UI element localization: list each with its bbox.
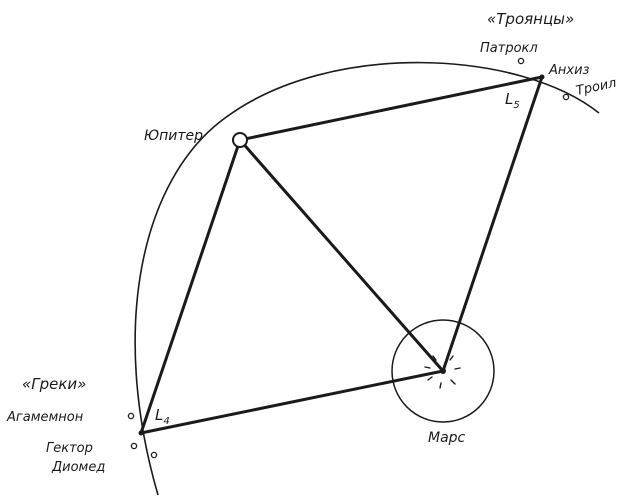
l5-letter: L — [505, 90, 513, 108]
agamemnon-label: Агамемнон — [6, 410, 84, 425]
anchises-label: Анхиз — [548, 63, 590, 78]
l5-point — [539, 74, 545, 80]
jupiter-planet — [232, 132, 248, 148]
l4-point — [138, 430, 144, 436]
l4-label: L4 — [155, 406, 170, 427]
hector-marker — [130, 442, 138, 450]
l5-label: L5 — [505, 90, 520, 111]
hector-label: Гектор — [46, 441, 93, 456]
diomedes-marker — [150, 451, 158, 459]
agamemnon-marker — [127, 412, 135, 420]
troilus-marker — [562, 93, 570, 101]
asteroid-markers — [127, 57, 570, 459]
connecting-lines — [139, 75, 544, 435]
line-jupiter-l5 — [238, 75, 544, 142]
line-l4-sun — [139, 369, 445, 435]
line-l5-sun — [441, 75, 544, 373]
l4-index: 4 — [163, 416, 169, 427]
sun-circle — [391, 319, 495, 423]
sun-core — [440, 368, 446, 374]
diomedes-label: Диомед — [51, 460, 105, 475]
l4-letter: L — [155, 406, 163, 424]
trojans-group-label: «Троянцы» — [487, 10, 574, 28]
jupiter-label: Юпитер — [144, 128, 203, 144]
line-jupiter-sun — [238, 138, 445, 373]
jupiter-orbit-arc — [134, 61, 600, 496]
line-jupiter-l4 — [139, 138, 242, 435]
sun-rays — [424, 355, 461, 389]
patroclus-marker — [517, 57, 525, 65]
troilus-label: Троил — [575, 76, 618, 99]
l5-index: 5 — [513, 100, 519, 111]
patroclus-label: Патрокл — [480, 41, 538, 56]
greeks-group-label: «Греки» — [22, 375, 86, 393]
sun-label: Марс — [428, 430, 466, 446]
